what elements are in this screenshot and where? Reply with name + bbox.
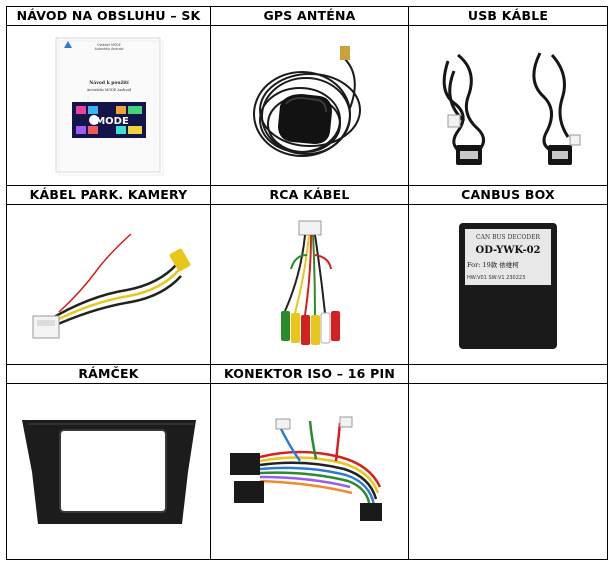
label-gps-antenna: GPS ANTÉNA — [210, 6, 409, 26]
label-iso-connector: KONEKTOR ISO – 16 PIN — [210, 364, 409, 384]
manual-subtitle: Autorádio MODE Android — [85, 88, 131, 92]
canbus-box-icon: CAN BUS DECODER OD-YWK-02 For: 19款 依维柯 H… — [459, 222, 557, 349]
label-frame: RÁMČEK — [6, 364, 211, 384]
image-row-3 — [6, 383, 608, 560]
cell-empty — [408, 383, 608, 560]
image-row-2: CAN BUS DECODER OD-YWK-02 For: 19款 依维柯 H… — [6, 204, 608, 365]
header-row-1: NÁVOD NA OBSLUHU – SK GPS ANTÉNA USB KÁB… — [6, 6, 608, 26]
manual-logo: MODE — [95, 116, 129, 127]
cell-rca-cable — [210, 204, 409, 365]
accessories-table: NÁVOD NA OBSLUHU – SK GPS ANTÉNA USB KÁB… — [6, 6, 608, 560]
label-canbus-box: CANBUS BOX — [408, 185, 608, 205]
canbus-line3: For: 19款 依维柯 — [467, 260, 519, 269]
cell-gps-antenna — [210, 25, 409, 186]
header-row-3: RÁMČEK KONEKTOR ISO – 16 PIN — [6, 364, 608, 384]
label-rca-cable: RCA KÁBEL — [210, 185, 409, 205]
label-empty — [408, 364, 608, 384]
camera-cable-icon — [32, 232, 190, 338]
label-usb-cables: USB KÁBLE — [408, 6, 608, 26]
gps-antenna-icon — [252, 45, 361, 157]
label-manual: NÁVOD NA OBSLUHU – SK — [6, 6, 211, 26]
iso-connector-icon — [229, 416, 382, 521]
frame-icon — [21, 419, 196, 524]
image-row-1: Ovládač MODE Autorádio Android Návod k p… — [6, 25, 608, 186]
usb-cables-icon — [442, 51, 581, 165]
rca-cable-icon — [280, 220, 340, 345]
cell-manual: Ovládač MODE Autorádio Android Návod k p… — [6, 25, 211, 186]
cell-camera-cable — [6, 204, 211, 365]
label-camera-cable: KÁBEL PARK. KAMERY — [6, 185, 211, 205]
canbus-line2: OD-YWK-02 — [475, 245, 540, 256]
manual-title: Návod k použití — [89, 79, 129, 86]
cell-iso-connector — [210, 383, 409, 560]
header-row-2: KÁBEL PARK. KAMERY RCA KÁBEL CANBUS BOX — [6, 185, 608, 205]
manual-header-line2: Autorádio Android — [94, 47, 123, 51]
cell-usb-cables — [408, 25, 608, 186]
manual-header-line1: Ovládač MODE — [97, 43, 121, 47]
cell-frame — [6, 383, 211, 560]
cell-canbus-box: CAN BUS DECODER OD-YWK-02 For: 19款 依维柯 H… — [408, 204, 608, 365]
manual-icon: Ovládač MODE Autorádio Android Návod k p… — [55, 37, 163, 175]
canbus-line1: CAN BUS DECODER — [476, 234, 540, 241]
canbus-line4: HW:V01 SW:V1 230223 — [467, 275, 525, 281]
